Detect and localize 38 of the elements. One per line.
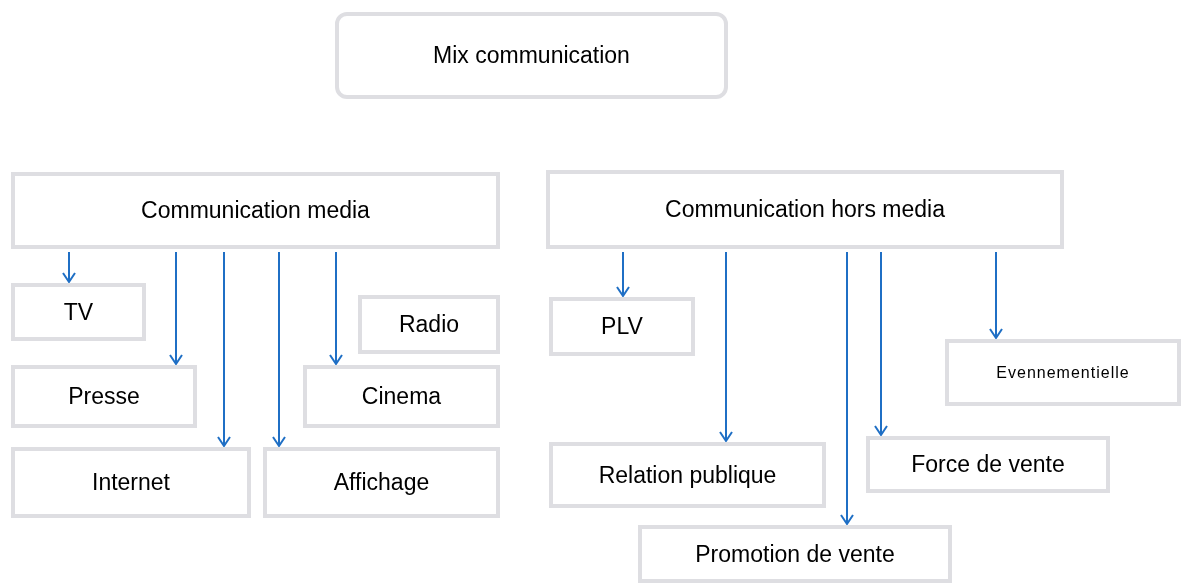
- box-label: Mix communication: [433, 41, 630, 71]
- box-label: Relation publique: [598, 460, 777, 490]
- box: [358, 295, 500, 354]
- box: [638, 525, 952, 583]
- box: [866, 436, 1110, 493]
- arrow: [62, 251, 76, 283]
- box-label: Promotion de vente: [695, 539, 895, 569]
- arrow: [874, 251, 888, 436]
- box-label: Internet: [92, 468, 170, 498]
- box: [546, 170, 1064, 249]
- arrow: [989, 251, 1003, 339]
- box-label: TV: [63, 297, 94, 327]
- box-label: Cinema: [361, 382, 442, 412]
- box-label: Evennementielle: [996, 362, 1130, 383]
- box: [263, 447, 500, 518]
- box-label: Force de vente: [911, 450, 1065, 480]
- arrow: [169, 251, 183, 365]
- box: [549, 297, 695, 356]
- box: [945, 339, 1181, 406]
- box-label: PLV: [601, 312, 643, 342]
- box: [11, 447, 251, 518]
- box: [335, 12, 728, 99]
- arrow: [329, 251, 343, 365]
- box-label: Communication media: [141, 196, 370, 226]
- arrow: [840, 251, 854, 525]
- arrow: [719, 251, 733, 442]
- box-label: Radio: [398, 310, 460, 340]
- arrow: [272, 251, 286, 447]
- box: [11, 172, 500, 249]
- arrow: [616, 251, 630, 297]
- arrow: [217, 251, 231, 447]
- box-label: Communication hors media: [665, 195, 945, 225]
- box: [303, 365, 500, 428]
- box: [549, 442, 826, 508]
- box-label: Affichage: [333, 468, 430, 498]
- box-label: Presse: [68, 382, 140, 412]
- box: [11, 365, 197, 428]
- box: [11, 283, 146, 341]
